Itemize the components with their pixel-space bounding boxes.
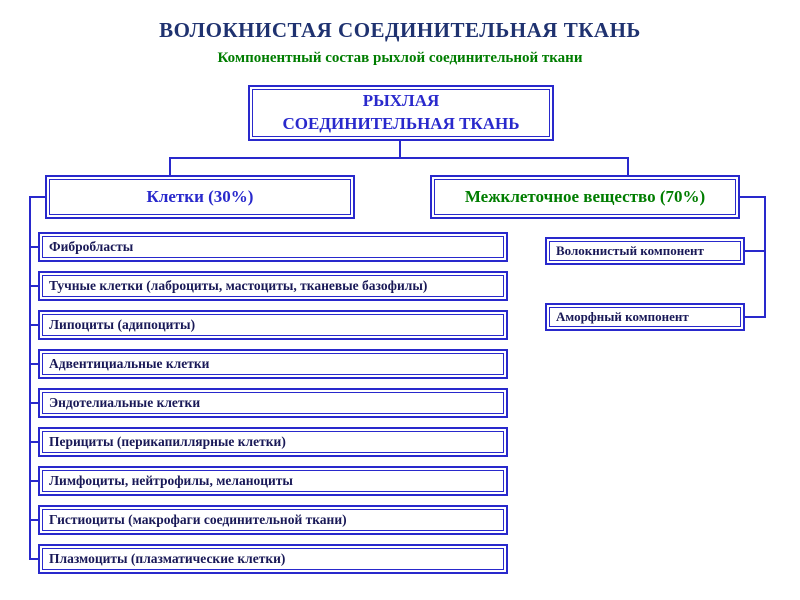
connector-item-stub [29, 519, 38, 521]
connector-cells-spine [29, 196, 31, 560]
cell-item: Перициты (перикапиллярные клетки) [38, 427, 508, 457]
connector-item-stub [29, 324, 38, 326]
cell-item-label: Плазмоциты (плазматические клетки) [49, 551, 286, 566]
cell-item-label: Перициты (перикапиллярные клетки) [49, 434, 286, 449]
connector-item-stub [29, 285, 38, 287]
connector-root-stem [399, 141, 401, 157]
connector-branch-bar [169, 157, 629, 159]
cell-item: Адвентициальные клетки [38, 349, 508, 379]
connector-cells-stub [29, 196, 45, 198]
cell-item-label: Адвентициальные клетки [49, 356, 210, 371]
cell-item-label: Липоциты (адипоциты) [49, 317, 196, 332]
connector-item-stub [29, 402, 38, 404]
connector-item-stub [29, 363, 38, 365]
matrix-item-label: Волокнистый компонент [556, 243, 704, 258]
branch-cells: Клетки (30%) [45, 175, 355, 219]
cell-item: Тучные клетки (лаброциты, мастоциты, тка… [38, 271, 508, 301]
slide-title: ВОЛОКНИСТАЯ СОЕДИНИТЕЛЬНАЯ ТКАНЬ [159, 18, 641, 42]
matrix-item-label: Аморфный компонент [556, 309, 689, 324]
cell-item: Лимфоциты, нейтрофилы, меланоциты [38, 466, 508, 496]
connector-matrix-stub [740, 196, 766, 198]
connector-item-stub [29, 558, 38, 560]
root-node-line1: РЫХЛАЯ [362, 91, 440, 111]
branch-matrix-label: Межклеточное вещество (70%) [464, 187, 706, 206]
connector-matrix-spine [764, 196, 766, 318]
cell-item-label: Тучные клетки (лаброциты, мастоциты, тка… [49, 278, 428, 293]
matrix-item: Аморфный компонент [545, 303, 745, 331]
cell-item: Фибробласты [38, 232, 508, 262]
matrix-item: Волокнистый компонент [545, 237, 745, 265]
cell-item-label: Лимфоциты, нейтрофилы, меланоциты [49, 473, 293, 488]
connector-right-drop [627, 159, 629, 175]
root-node: РЫХЛАЯ СОЕДИНИТЕЛЬНАЯ ТКАНЬ [248, 85, 554, 141]
connector-left-drop [169, 159, 171, 175]
branch-cells-label: Клетки (30%) [146, 187, 254, 206]
connector-item-stub [29, 441, 38, 443]
cell-item: Эндотелиальные клетки [38, 388, 508, 418]
cell-item: Липоциты (адипоциты) [38, 310, 508, 340]
branch-matrix: Межклеточное вещество (70%) [430, 175, 740, 219]
cell-item-label: Гистиоциты (макрофаги соединительной тка… [49, 512, 347, 527]
root-node-label: РЫХЛАЯ СОЕДИНИТЕЛЬНАЯ ТКАНЬ [283, 90, 520, 136]
cell-item: Плазмоциты (плазматические клетки) [38, 544, 508, 574]
connector-item-stub [29, 246, 38, 248]
cell-item-label: Эндотелиальные клетки [49, 395, 201, 410]
connector-item-stub [29, 480, 38, 482]
root-node-line2: СОЕДИНИТЕЛЬНАЯ ТКАНЬ [282, 114, 520, 133]
cell-item: Гистиоциты (макрофаги соединительной тка… [38, 505, 508, 535]
slide-subtitle: Компонентный состав рыхлой соединительно… [217, 50, 583, 66]
cell-item-label: Фибробласты [49, 239, 134, 254]
connector-matrix-item-stub [745, 250, 764, 252]
connector-matrix-item-stub [745, 316, 764, 318]
